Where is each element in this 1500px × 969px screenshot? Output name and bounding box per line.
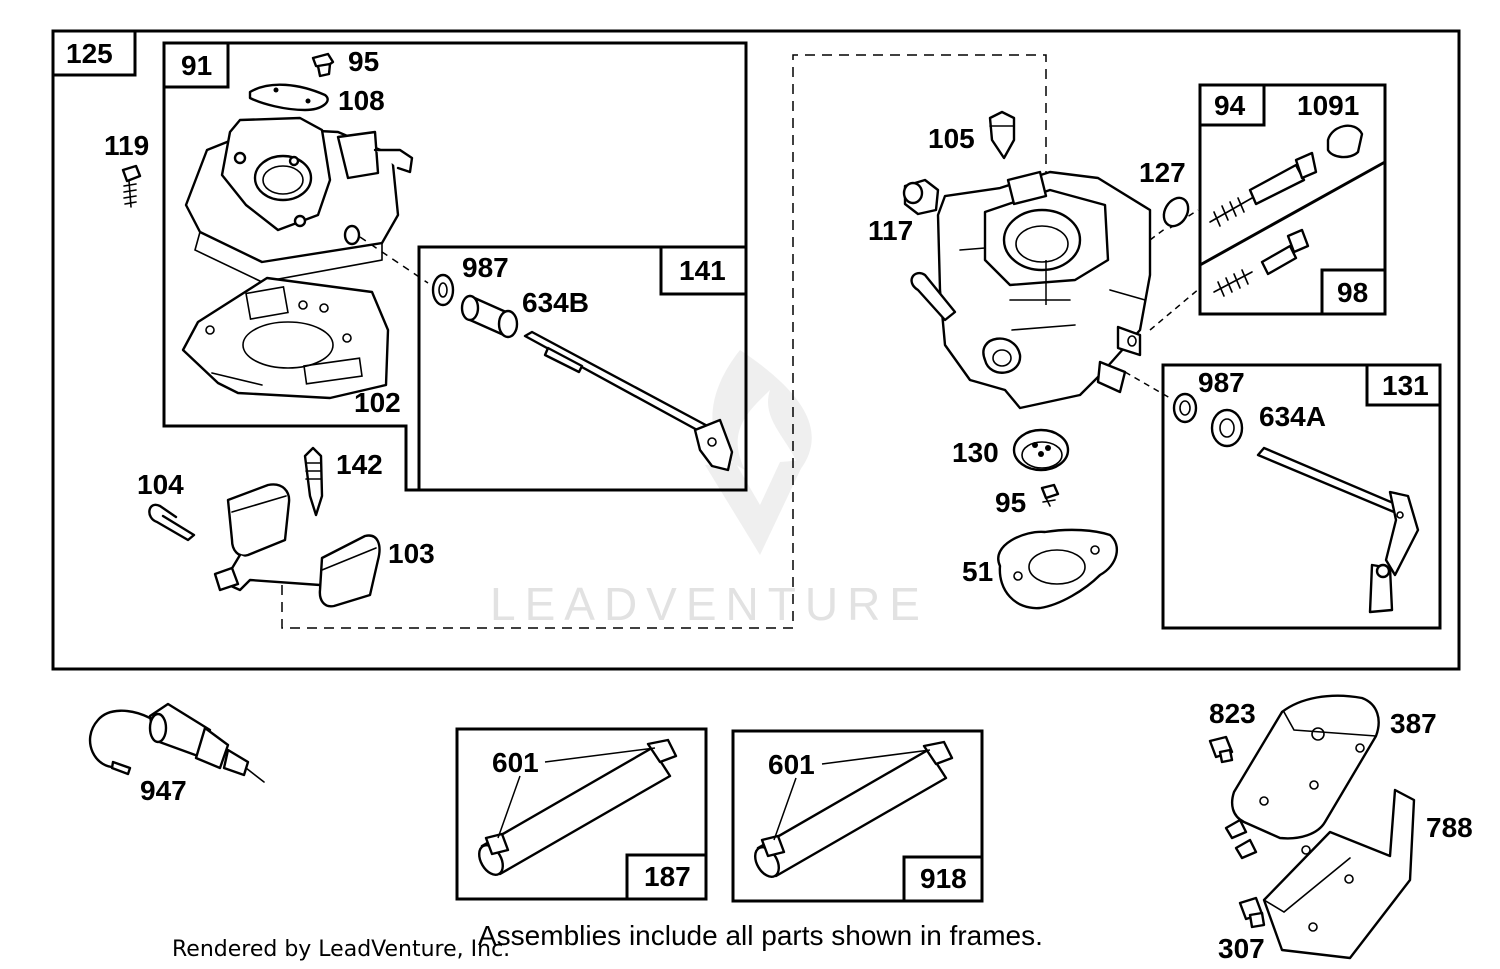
render-credit: Rendered by LeadVenture, Inc.	[172, 937, 510, 962]
callout-105: 105	[928, 123, 975, 154]
callout-1091: 1091	[1297, 90, 1359, 121]
frame-94-label-box	[1198, 83, 1266, 127]
callout-601-a: 601	[492, 747, 539, 778]
fuel-pump-387-icon	[1224, 694, 1380, 860]
dashed-group-outline	[281, 54, 1047, 629]
callout-95-lower: 95	[995, 487, 1026, 518]
frame-125-label: 125	[66, 38, 113, 69]
solenoid-947-icon	[88, 702, 265, 783]
callout-51: 51	[962, 556, 993, 587]
choke-plate-130-icon	[1012, 428, 1070, 472]
frame-141	[417, 245, 748, 492]
washer-987-upper-icon	[431, 273, 455, 307]
callout-130: 130	[952, 437, 999, 468]
callout-788: 788	[1426, 812, 1473, 843]
leader-601-b	[773, 749, 931, 841]
needle-valve-105-icon	[988, 110, 1016, 160]
bolt-823-icon	[1208, 735, 1234, 764]
callout-104: 104	[137, 469, 184, 500]
washer-987-lower-icon	[1172, 392, 1198, 424]
callout-634b: 634B	[522, 287, 589, 318]
frame-91	[162, 41, 748, 492]
callout-947: 947	[140, 775, 187, 806]
plug-117-icon	[902, 178, 940, 216]
frame-98-label-box	[1320, 268, 1387, 316]
frame-98-label: 98	[1337, 277, 1368, 308]
frame-125-label-box	[51, 29, 137, 77]
frame-141-label: 141	[679, 255, 726, 286]
callout-387: 387	[1390, 708, 1437, 739]
frame-131-label: 131	[1382, 370, 1429, 401]
gasket-102-icon	[181, 276, 390, 400]
callout-108: 108	[338, 85, 385, 116]
callout-119: 119	[104, 130, 149, 161]
callout-987-upper: 987	[462, 252, 509, 283]
callout-307: 307	[1218, 933, 1265, 964]
callout-95-top: 95	[348, 46, 379, 77]
callout-823: 823	[1209, 698, 1256, 729]
leader-dashed-98	[1149, 287, 1201, 331]
screw-95-lower-icon	[1040, 483, 1060, 507]
frame-131	[1161, 363, 1442, 630]
frame-187-label: 187	[644, 861, 691, 892]
leader-dashed-127	[1149, 227, 1167, 241]
callout-102: 102	[354, 387, 401, 418]
gasket-51-icon	[997, 528, 1119, 610]
idle-screw-98-icon	[1213, 228, 1310, 297]
screw-119-icon	[121, 164, 142, 208]
leader-601-a	[497, 747, 656, 839]
fuel-line-187-icon	[478, 738, 678, 876]
bushing-634b-icon	[460, 294, 519, 339]
frame-94-98-divider	[1199, 160, 1386, 267]
callout-634a: 634A	[1259, 401, 1326, 432]
bracket-788-icon	[1262, 788, 1416, 960]
pin-142-icon	[303, 446, 324, 517]
carb-cover-91-icon	[184, 116, 414, 283]
screw-95-icon	[311, 52, 335, 78]
throttle-shaft-141-icon	[523, 330, 734, 472]
callout-127: 127	[1139, 157, 1186, 188]
plug-127-icon	[1162, 196, 1190, 228]
assemblies-note: Assemblies include all parts shown in fr…	[478, 920, 1043, 951]
frame-187-label-box	[625, 853, 708, 901]
callout-117: 117	[868, 215, 913, 246]
leadventure-watermark-logo	[705, 350, 812, 555]
carb-body-icon	[910, 170, 1152, 410]
float-103-icon	[213, 483, 381, 608]
clip-104-icon	[148, 503, 196, 542]
bushing-634a-icon	[1210, 408, 1244, 448]
frame-125	[51, 29, 1461, 671]
choke-shaft-131-icon	[1256, 446, 1420, 614]
frame-94-98	[1198, 83, 1387, 316]
frame-141-label-box	[659, 245, 748, 296]
fuel-line-918-icon	[754, 740, 954, 878]
frame-91-label-box	[162, 41, 230, 89]
frame-91-label: 91	[181, 50, 212, 81]
plate-108-icon	[248, 83, 329, 112]
leader-dashed-131	[1124, 371, 1171, 399]
callout-142: 142	[336, 449, 383, 480]
watermark-text: LEADVENTURE	[490, 578, 929, 630]
callout-103: 103	[388, 538, 435, 569]
frame-918-label-box	[902, 855, 984, 903]
frame-94-label: 94	[1214, 90, 1246, 121]
callout-601-b: 601	[768, 749, 815, 780]
frame-187	[455, 727, 708, 901]
bolt-307-icon	[1238, 896, 1266, 929]
leader-dashed-91	[359, 236, 429, 284]
frame-918	[731, 729, 984, 903]
mixture-screw-94-icon	[1209, 124, 1364, 227]
frame-918-label: 918	[920, 863, 967, 894]
callout-987-lower: 987	[1198, 367, 1245, 398]
frame-131-label-box	[1365, 363, 1442, 407]
